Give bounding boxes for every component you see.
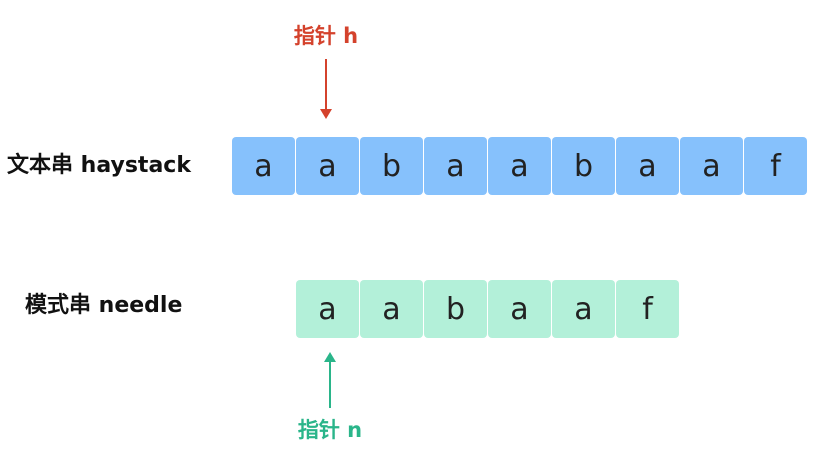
pointer-h: 指针 h (290, 26, 362, 121)
needle-cell: a (488, 280, 551, 338)
pointer-n-label: 指针 n (297, 418, 363, 442)
haystack-cell: b (360, 137, 423, 195)
pointer-h-label: 指针 h (293, 24, 359, 48)
arrow-down-icon (320, 59, 332, 119)
haystack-label: 文本串 haystack (7, 153, 191, 178)
needle-label: 模式串 needle (25, 293, 183, 318)
needle-cell: f (616, 280, 679, 338)
haystack-cell: a (488, 137, 551, 195)
haystack-cell: a (296, 137, 359, 195)
arrow-up-icon (324, 352, 336, 408)
needle-cell: b (424, 280, 487, 338)
needle-cell: a (552, 280, 615, 338)
needle-cell: a (360, 280, 423, 338)
haystack-cell: b (552, 137, 615, 195)
haystack-cell: a (232, 137, 295, 195)
haystack-cell: a (424, 137, 487, 195)
haystack-cell: f (744, 137, 807, 195)
haystack-cell: a (680, 137, 743, 195)
haystack-cell: a (616, 137, 679, 195)
needle-cell: a (296, 280, 359, 338)
pointer-n: 指针 n (294, 352, 366, 441)
